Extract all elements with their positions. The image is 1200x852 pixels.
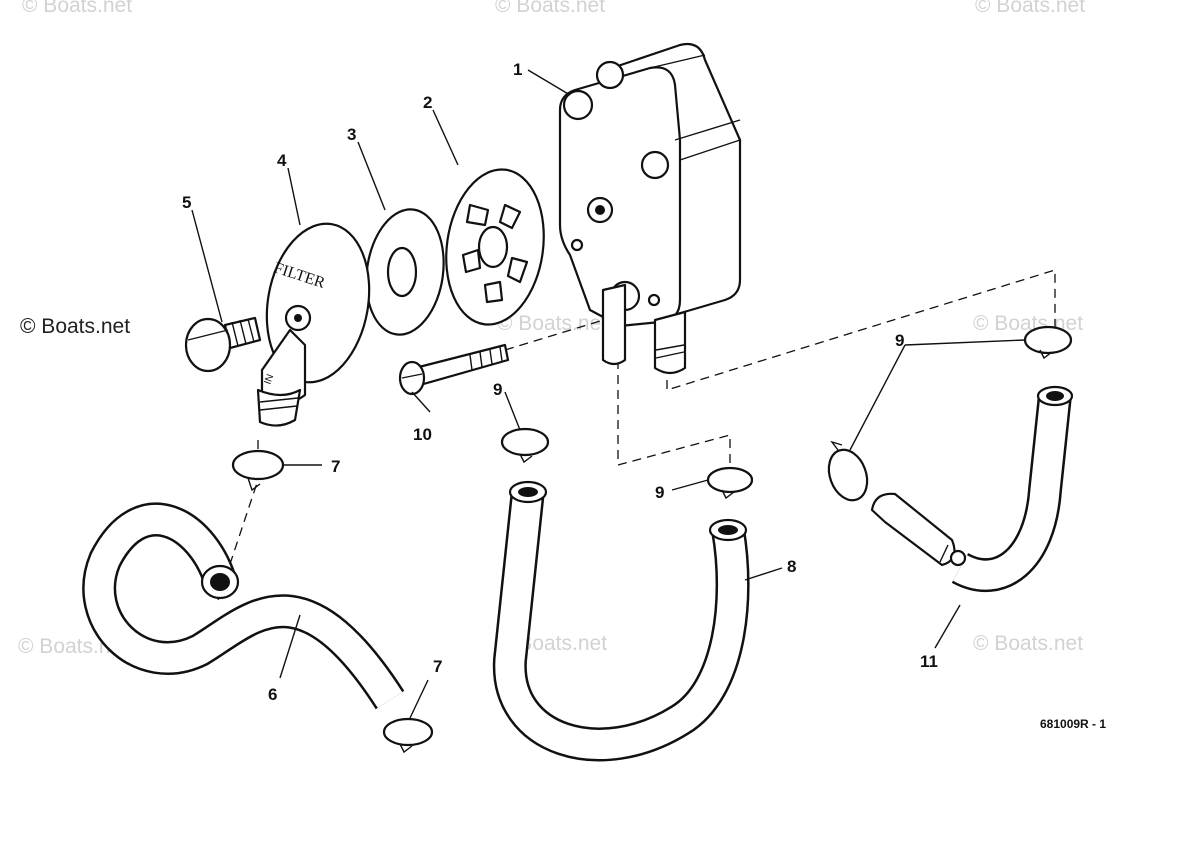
leader-lines — [191, 69, 1026, 719]
gasket — [365, 208, 445, 336]
long-screw — [398, 343, 510, 396]
assembly-dashed-lines — [217, 269, 1056, 601]
callout-7-upper: 7 — [331, 457, 340, 476]
callout-1: 1 — [513, 60, 522, 79]
hose-8 — [492, 480, 750, 762]
callout-9-right: 9 — [895, 331, 904, 350]
callout-4: 4 — [277, 151, 287, 170]
callout-9-center: 9 — [493, 380, 502, 399]
watermark-mid-center: © Boats.net — [497, 312, 607, 335]
filter-screw — [184, 316, 262, 373]
callout-10: 10 — [413, 425, 432, 444]
hose-11 — [870, 385, 1074, 593]
callout-6: 6 — [268, 685, 277, 704]
callout-7-lower: 7 — [433, 657, 442, 676]
watermark-mid-left: © Boats.net — [20, 315, 130, 338]
clamps — [231, 325, 1073, 754]
fuel-pump-body — [558, 42, 742, 375]
callout-9-lower: 9 — [655, 483, 664, 502]
watermark-top-right: © Boats.net — [975, 0, 1085, 17]
drawing-code: 681009R - 1 — [1040, 717, 1106, 731]
watermark-top-center: © Boats.net — [495, 0, 605, 17]
pump-plate — [445, 168, 545, 326]
hose-6 — [82, 502, 405, 710]
filter-neck-label: IN — [262, 373, 276, 386]
filter-cover: FILTER IN — [256, 222, 371, 427]
watermark-bottom-right: © Boats.net — [973, 632, 1083, 655]
watermark-top-left: © Boats.net — [22, 0, 132, 17]
callout-2: 2 — [423, 93, 432, 112]
callout-5: 5 — [182, 193, 191, 212]
watermark-layer: © Boats.net © Boats.net © Boats.net © Bo… — [18, 0, 1085, 658]
callout-8: 8 — [787, 557, 796, 576]
callout-11: 11 — [920, 652, 938, 671]
callout-3: 3 — [347, 125, 356, 144]
callout-numbers: 1 2 3 4 5 6 7 7 8 9 9 9 10 11 681009R - … — [182, 60, 1106, 731]
